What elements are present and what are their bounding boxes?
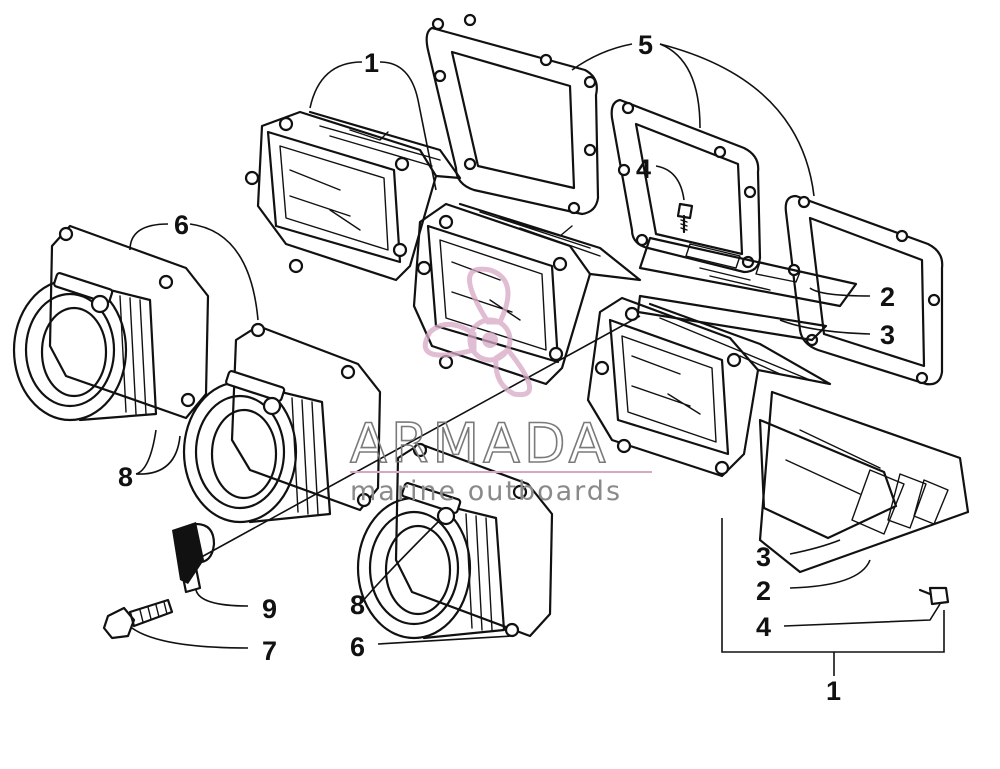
reed-block-front [586,296,832,478]
intake-boot-left [12,224,210,422]
gasket-right [784,194,944,386]
gasket-middle [610,98,762,274]
intake-boot-center [182,322,382,524]
callout-labels: 1 5 4 2 3 6 8 3 2 4 1 9 8 7 6 [118,30,895,706]
callout-2-bottom: 2 [756,576,771,606]
propeller-logo-icon [422,266,533,398]
callout-6-left: 6 [174,210,189,240]
reed-block-rear [244,110,462,282]
clamp-part-9 [172,522,216,594]
leader-lines [129,43,945,676]
gasket-top [425,13,600,216]
reed-block-center [412,202,642,386]
screw-top [676,202,694,234]
callout-4-bottom: 4 [756,612,771,642]
callout-6-bottom: 6 [350,632,365,662]
callout-3-right: 3 [880,320,895,350]
callout-2-right: 2 [880,282,895,312]
intake-boot-right [356,442,554,640]
reed-petal-bottom [758,390,970,574]
callout-3-bottom: 3 [756,542,771,572]
callout-8-left: 8 [118,462,133,492]
screw-bottom [918,586,950,606]
bolt-part-7 [102,598,174,640]
callout-1-top: 1 [364,48,379,78]
callout-1-bottom: 1 [826,676,841,706]
callout-9: 9 [262,594,277,624]
callout-7: 7 [262,636,277,666]
watermark-subtitle: marine outboards [350,476,622,507]
callout-8-mid: 8 [350,590,365,620]
watermark-title: ARMADA [350,412,610,475]
callout-5-top: 5 [638,30,653,60]
callout-4-top: 4 [636,154,651,184]
reed-petal-top [636,236,858,342]
armada-watermark: ARMADA marine outboards [349,266,652,507]
